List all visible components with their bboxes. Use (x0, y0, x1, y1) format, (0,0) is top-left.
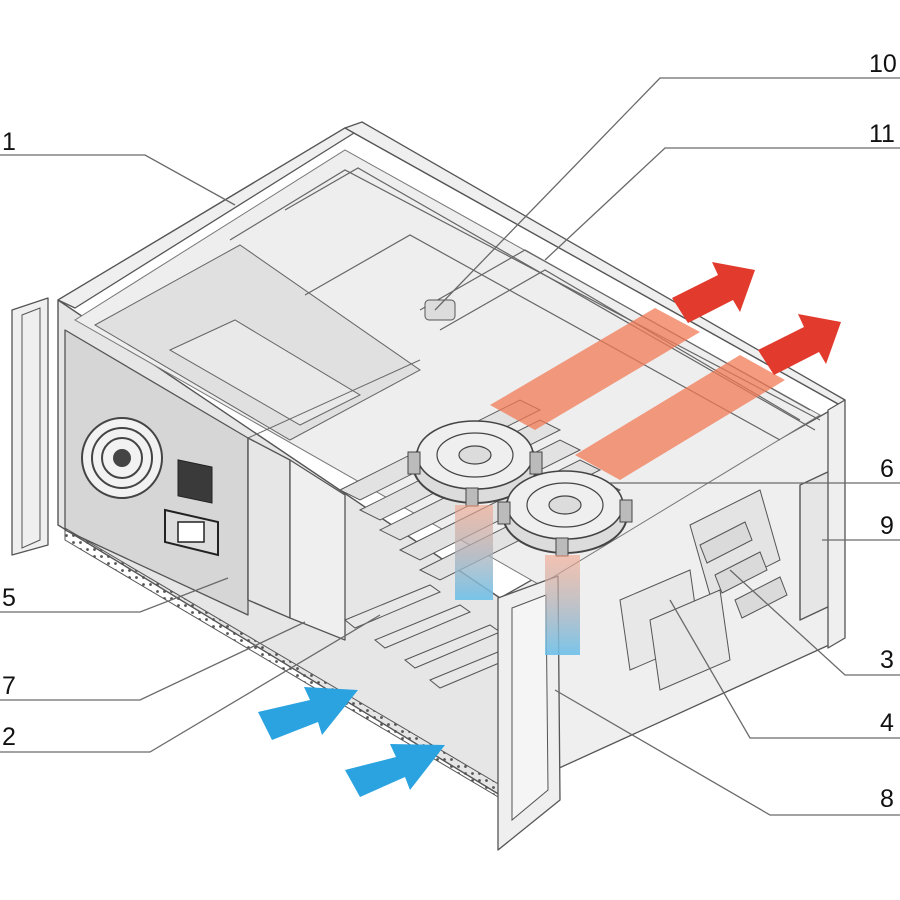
callout-4: 4 (880, 709, 894, 737)
power-switch (177, 459, 213, 504)
leader-4 (669, 599, 900, 739)
psu-fan-grille (81, 417, 163, 499)
leader-lines (0, 77, 900, 816)
callout-10: 10 (869, 50, 897, 78)
callout-9: 9 (880, 512, 894, 540)
leader-10 (434, 77, 900, 311)
callout-6: 6 (880, 455, 894, 483)
leader-5 (0, 577, 229, 613)
right-bay (799, 469, 833, 621)
exhaust-arrow-1 (672, 262, 755, 323)
exhaust-arrows (672, 262, 841, 375)
callout-3: 3 (880, 646, 894, 674)
cool-air-columns (455, 505, 580, 655)
intake-arrow-2 (345, 744, 445, 797)
callout-8: 8 (880, 785, 894, 813)
callout-11: 11 (869, 120, 895, 148)
leader-1 (0, 154, 236, 206)
leader-7 (0, 621, 306, 701)
cool-air-column-1 (455, 505, 493, 600)
leader-11 (544, 147, 900, 261)
callout-2: 2 (2, 723, 16, 751)
callout-labels: 1 2 3 4 5 6 7 8 9 10 11 (2, 50, 897, 813)
fan-1 (407, 420, 543, 507)
callout-1: 1 (2, 128, 16, 156)
hot-air-band-1 (490, 308, 700, 430)
callout-5: 5 (2, 584, 16, 612)
leader-8 (554, 689, 900, 816)
cool-air-column-2 (545, 555, 580, 655)
leader-3 (729, 569, 900, 676)
hot-air-band-2 (575, 355, 785, 480)
hot-air-bands (490, 308, 785, 480)
drive-bay (289, 459, 346, 641)
intake-arrow-1 (258, 687, 358, 740)
exhaust-arrow-2 (758, 314, 841, 375)
fan-2 (497, 470, 633, 557)
left-handle (11, 297, 49, 556)
right-handle (827, 399, 846, 649)
intake-arrows (258, 687, 445, 797)
card-retainer (424, 299, 456, 321)
callout-7: 7 (2, 672, 16, 700)
leader-2 (0, 614, 381, 753)
